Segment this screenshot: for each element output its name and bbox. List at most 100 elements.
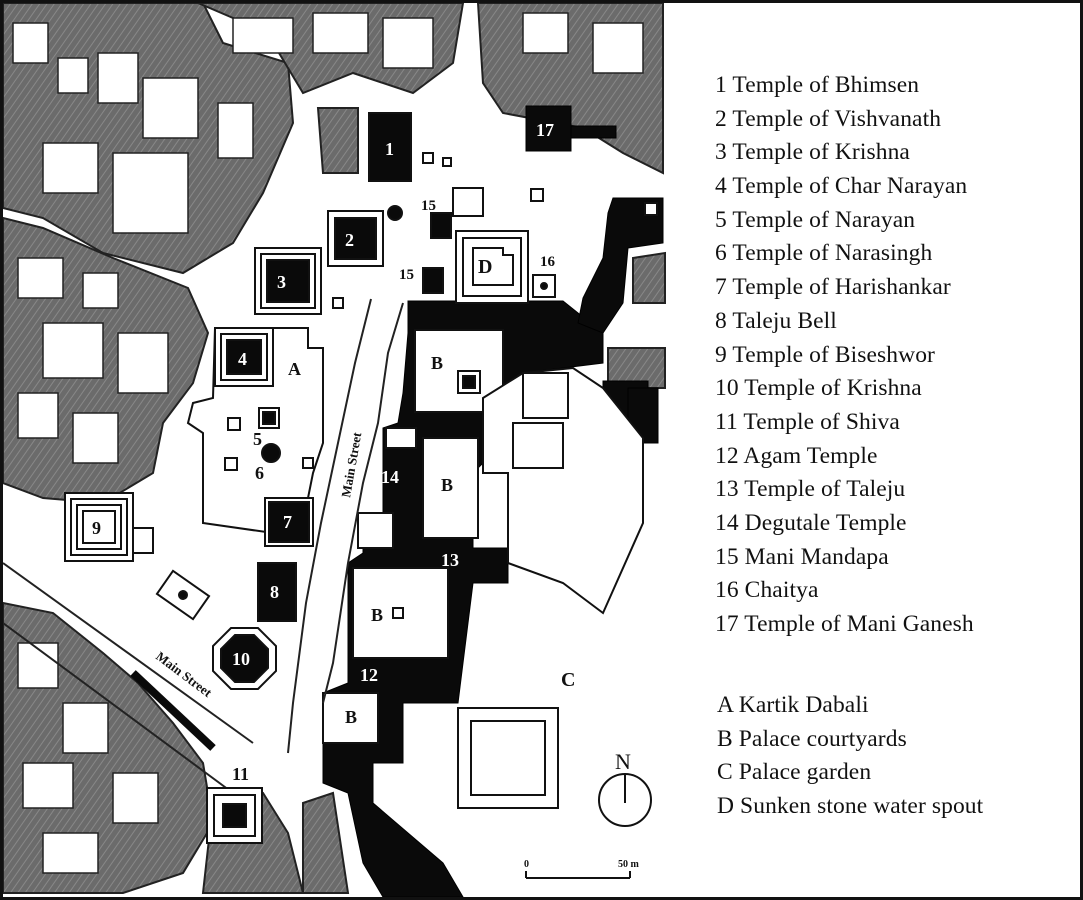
spout-inner xyxy=(472,247,514,286)
palace-courtyards xyxy=(322,329,504,744)
bell-post xyxy=(387,205,403,221)
well-diamond xyxy=(155,569,211,621)
legend-item: 17 Temple of Mani Ganesh xyxy=(715,611,974,637)
legend-item: 11 Temple of Shiva xyxy=(715,408,900,435)
footprint xyxy=(42,832,99,874)
scale-end-label: 50 m xyxy=(618,859,640,870)
street-edge xyxy=(3,622,234,794)
footprint xyxy=(112,772,159,824)
label-10: 10 xyxy=(232,649,250,669)
courtyard-b2 xyxy=(422,437,479,539)
label-6: 6 xyxy=(255,463,264,483)
label-2: 2 xyxy=(345,230,354,250)
courtyard-minor xyxy=(357,512,394,549)
garden-tank-inner xyxy=(470,720,546,796)
shrine xyxy=(227,417,241,431)
footprint xyxy=(17,257,64,299)
label-7: 7 xyxy=(283,512,292,532)
footprint xyxy=(112,152,189,234)
legend-lettered: A Kartik Dabali B Palace courtyards C Pala… xyxy=(717,689,1077,824)
courtyard-shrine-small xyxy=(392,607,404,619)
building-footprints xyxy=(12,12,644,874)
label-9: 9 xyxy=(92,518,101,538)
footprint xyxy=(97,52,139,104)
footprint xyxy=(42,142,99,194)
courtyard-b4 xyxy=(322,692,379,744)
footprint xyxy=(117,332,169,394)
shrine xyxy=(442,157,452,167)
courtyard-shrine-core xyxy=(462,375,476,389)
garden-pavilion xyxy=(522,372,569,419)
footprint xyxy=(82,272,119,309)
label-b2: B xyxy=(441,475,453,495)
shrine xyxy=(530,188,544,202)
legend-item: 10 Temple of Krishna xyxy=(715,375,922,402)
temple-9-inner xyxy=(82,510,116,544)
label-14: 14 xyxy=(381,467,399,487)
label-15-south: 15 xyxy=(399,267,414,283)
footprint xyxy=(382,17,434,69)
legend-item: 6 Temple of Narasingh xyxy=(715,240,933,267)
label-13: 13 xyxy=(441,550,459,570)
temple-17-annex xyxy=(570,125,617,139)
temple-6-base xyxy=(261,443,281,463)
temple-9-annex xyxy=(132,527,154,554)
label-a: A xyxy=(288,359,301,379)
building-block xyxy=(607,347,666,389)
label-12: 12 xyxy=(360,665,378,685)
building-block xyxy=(302,791,350,894)
shrine xyxy=(644,202,658,216)
temple-1-base xyxy=(368,112,412,182)
temple-4-inner xyxy=(226,339,262,375)
chaitya-16-core xyxy=(540,282,548,290)
legend-item: A Kartik Dabali xyxy=(717,692,869,718)
temples xyxy=(64,112,658,844)
legend-item: 5 Temple of Narayan xyxy=(715,206,916,233)
temple-7-inner xyxy=(268,501,310,543)
mani-mandapa-north xyxy=(430,212,452,239)
building-block xyxy=(632,251,666,304)
footprint xyxy=(592,22,644,74)
footprint xyxy=(17,642,59,689)
garden-pavilion xyxy=(512,422,564,469)
legend-item: 14 Degutale Temple xyxy=(715,509,907,536)
legend-item: D Sunken stone water spout xyxy=(717,793,984,820)
legend-item: 12 Agam Temple xyxy=(715,442,878,469)
label-b1: B xyxy=(431,353,443,373)
label-b4: B xyxy=(345,707,357,727)
street-edge xyxy=(130,670,216,751)
street-edge xyxy=(287,298,372,754)
label-3: 3 xyxy=(277,272,286,292)
footprint xyxy=(57,57,89,94)
legend-item: 4 Temple of Char Narayan xyxy=(715,173,968,200)
legend-item: 9 Temple of Biseshwor xyxy=(715,341,935,368)
legend-item: 16 Chaitya xyxy=(715,577,819,604)
footprint xyxy=(312,12,369,54)
legend-item: 2 Temple of Vishvanath xyxy=(715,105,942,132)
legend-item: B Palace courtyards xyxy=(717,725,907,752)
scale-start-label: 0 xyxy=(524,859,529,870)
footprint xyxy=(12,22,49,64)
temple-17-base xyxy=(525,105,572,152)
palace-garden-structures xyxy=(457,366,644,809)
temple-5-core xyxy=(262,411,276,425)
street-edge xyxy=(3,562,254,744)
footprint xyxy=(62,702,109,754)
label-d: D xyxy=(478,256,492,278)
courtyard-minor xyxy=(385,427,417,449)
shrine xyxy=(302,457,314,469)
well-center xyxy=(178,590,188,600)
footprint xyxy=(72,412,119,464)
mani-mandapa-south xyxy=(422,267,444,294)
footprint xyxy=(232,17,294,54)
courtyard-b3 xyxy=(352,567,449,659)
structure-small xyxy=(452,187,484,217)
footprint xyxy=(17,392,59,439)
label-8: 8 xyxy=(270,582,279,602)
label-4: 4 xyxy=(238,349,247,369)
legend-item: C Palace garden xyxy=(717,759,872,786)
street-edge xyxy=(322,302,404,704)
label-16: 16 xyxy=(540,254,556,270)
legend-item: 13 Temple of Taleju xyxy=(715,476,906,503)
